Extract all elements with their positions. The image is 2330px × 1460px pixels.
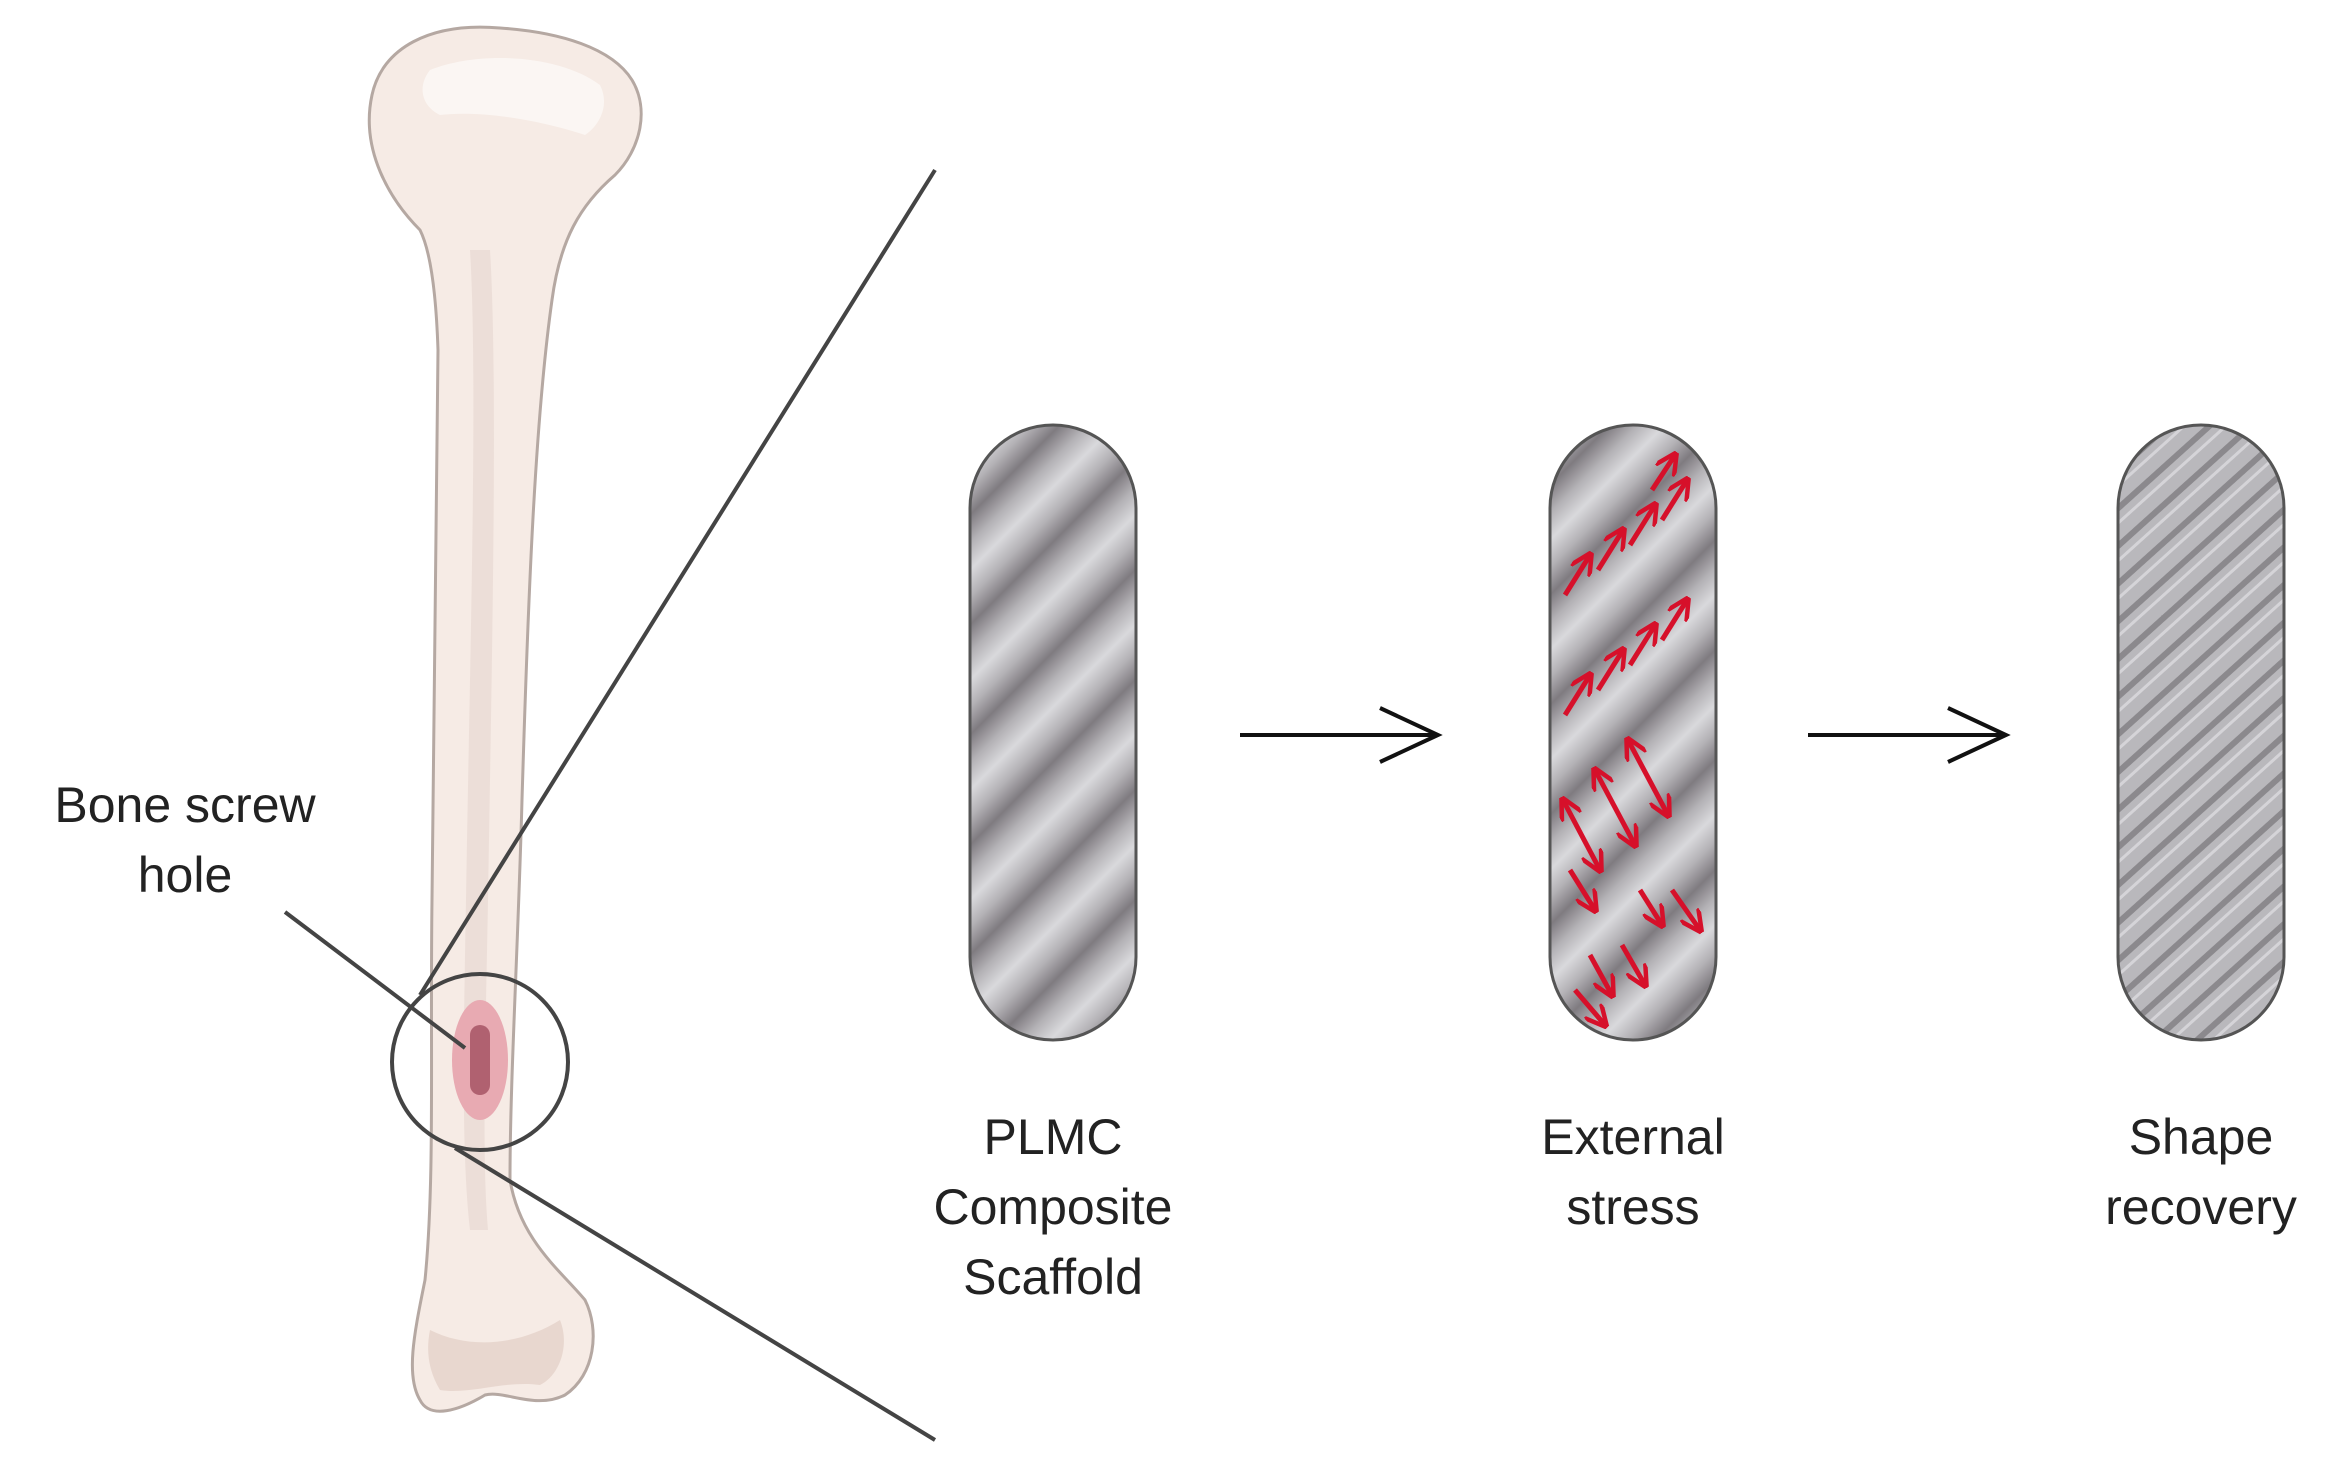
caption-external-stress: External stress <box>1541 1109 1725 1235</box>
process-arrow-2 <box>1808 706 2011 764</box>
scaffold-stressed <box>1548 423 1718 1042</box>
scaffold-recovered <box>2116 423 2286 1042</box>
zoom-line-top <box>418 168 937 997</box>
screw-hole-core <box>470 1025 490 1095</box>
bone-condyle-shadow <box>428 1320 564 1392</box>
bone-screw-hole-label: Bone screw hole <box>54 777 316 903</box>
caption-shape-recovery: Shape recovery <box>2105 1109 2297 1235</box>
stress-arrows <box>1563 455 1700 1025</box>
bone-illustration <box>367 25 643 1413</box>
callout-pointer-line <box>283 910 467 1050</box>
bone-shaft-shadow <box>463 250 494 1230</box>
process-arrow-1 <box>1240 706 1443 764</box>
scaffold-plmc <box>968 423 1138 1042</box>
scaffold-stressed-body <box>1548 423 1718 1042</box>
bone-head-highlight <box>422 58 605 135</box>
zoom-line-bottom <box>453 1146 937 1442</box>
caption-plmc-scaffold: PLMC Composite Scaffold <box>933 1109 1173 1305</box>
magnifier-circle <box>390 972 570 1152</box>
bone-shape <box>367 25 643 1413</box>
screw-hole <box>452 1000 508 1120</box>
